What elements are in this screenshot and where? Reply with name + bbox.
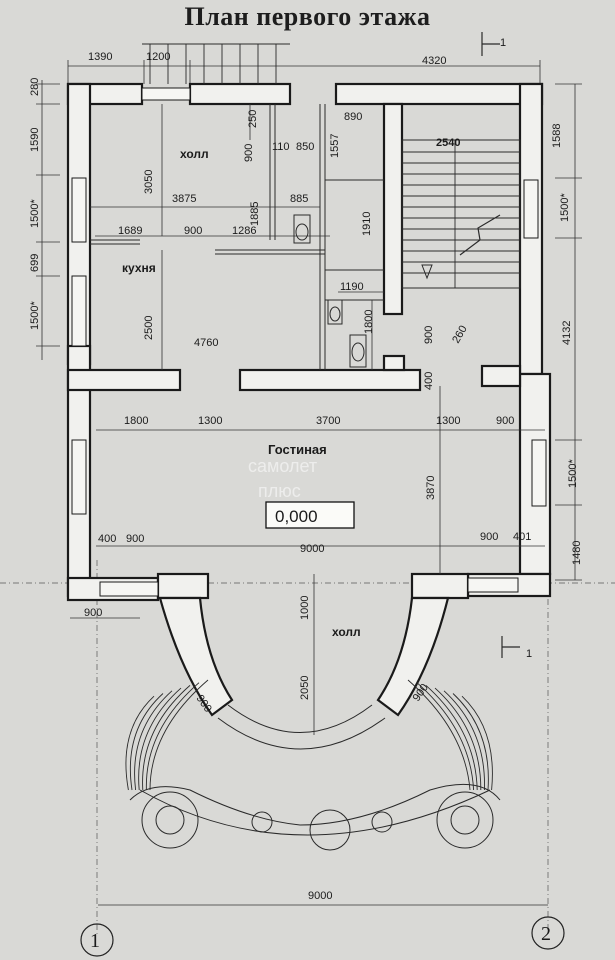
dim-9000b: 9000 <box>308 890 332 902</box>
dim-890: 890 <box>344 111 362 123</box>
dim-1557: 1557 <box>329 134 341 158</box>
level-marker-value: 0,000 <box>275 507 318 526</box>
dim-250: 250 <box>247 110 259 128</box>
dim-260: 260 <box>450 324 470 346</box>
section-label-top: 1 <box>500 37 506 49</box>
interior-dimension-lines <box>70 104 548 906</box>
dim-1190: 1190 <box>340 281 364 293</box>
dim-9000a: 9000 <box>300 543 324 555</box>
dim-right-1500a: 1500* <box>559 193 571 222</box>
dim-2500: 2500 <box>143 316 155 340</box>
toilet-fixtures <box>293 214 367 368</box>
dim-1885: 1885 <box>249 202 261 226</box>
dim-right-1480: 1480 <box>571 541 583 565</box>
room-label-hall-top: холл <box>180 147 209 161</box>
room-label-living: Гостиная <box>268 442 327 457</box>
dim-900b: 900 <box>184 225 202 237</box>
right-dimension-chain <box>555 83 582 581</box>
dim-top-4320: 4320 <box>422 55 446 67</box>
dim-110: 110 <box>272 141 290 153</box>
section-label-bottom: 1 <box>526 648 532 660</box>
dim-1000: 1000 <box>299 596 311 620</box>
porch <box>125 596 501 836</box>
dim-left-280: 280 <box>29 78 41 96</box>
dim-right-1500b: 1500* <box>567 459 579 488</box>
dim-900a: 900 <box>243 144 255 162</box>
landscape-plants <box>141 791 494 851</box>
dim-1286: 1286 <box>232 225 256 237</box>
dim-2050: 2050 <box>299 676 311 700</box>
left-dimension-chain <box>36 80 60 360</box>
dim-4760: 4760 <box>194 337 218 349</box>
dim-3700: 3700 <box>316 415 340 427</box>
dim-left-1500b: 1500* <box>29 301 41 330</box>
dim-1910: 1910 <box>361 212 373 236</box>
dim-1800: 1800 <box>124 415 148 427</box>
axis-label-2: 2 <box>541 923 551 945</box>
watermark-line-1: самолет <box>248 456 317 476</box>
dim-3875: 3875 <box>172 193 196 205</box>
dim-401: 401 <box>513 531 531 543</box>
dim-885: 885 <box>290 193 308 205</box>
room-label-kitchen: кухня <box>122 261 156 275</box>
dim-2540: 2540 <box>436 137 460 149</box>
dim-3050: 3050 <box>143 170 155 194</box>
dim-400b: 400 <box>98 533 116 545</box>
windows <box>71 87 547 597</box>
dim-right-1588: 1588 <box>551 124 563 148</box>
level-marker-box <box>265 501 355 529</box>
dim-900g: 900 <box>84 607 102 619</box>
dim-900d: 900 <box>496 415 514 427</box>
top-dimension-chain <box>67 60 541 84</box>
section-marker-bottom: 1 <box>501 636 532 660</box>
dim-right-4132: 4132 <box>561 321 573 345</box>
dim-left-1590: 1590 <box>29 128 41 152</box>
dim-3870: 3870 <box>425 476 437 500</box>
dim-1689: 1689 <box>118 225 142 237</box>
dimension-labels: 1390 1200 4320 280 1590 1500* 699 1500* … <box>29 51 583 902</box>
dim-400a: 400 <box>423 372 435 390</box>
axis-circle-2 <box>531 916 565 950</box>
interior-walls <box>66 102 522 392</box>
dim-850: 850 <box>296 141 314 153</box>
dim-top-1200: 1200 <box>146 51 170 63</box>
room-label-hall-bottom: холл <box>332 625 361 639</box>
dim-900f: 900 <box>480 531 498 543</box>
dim-900e: 900 <box>126 533 144 545</box>
dim-left-699: 699 <box>29 254 41 272</box>
plan-title: План первого этажа <box>184 2 431 31</box>
axis-label-1: 1 <box>90 930 100 952</box>
watermark-line-2: плюс <box>258 481 301 501</box>
dim-1300b: 1300 <box>436 415 460 427</box>
dim-left-1500a: 1500* <box>29 199 41 228</box>
dim-900c: 900 <box>423 326 435 344</box>
entrance-steps-top <box>142 43 290 84</box>
dim-top-1390: 1390 <box>88 51 112 63</box>
section-marker-top: 1 <box>481 32 506 56</box>
interior-staircase <box>401 139 521 289</box>
axis-circle-1 <box>80 923 114 957</box>
dim-1800v: 1800 <box>363 310 375 334</box>
dim-1300a: 1300 <box>198 415 222 427</box>
